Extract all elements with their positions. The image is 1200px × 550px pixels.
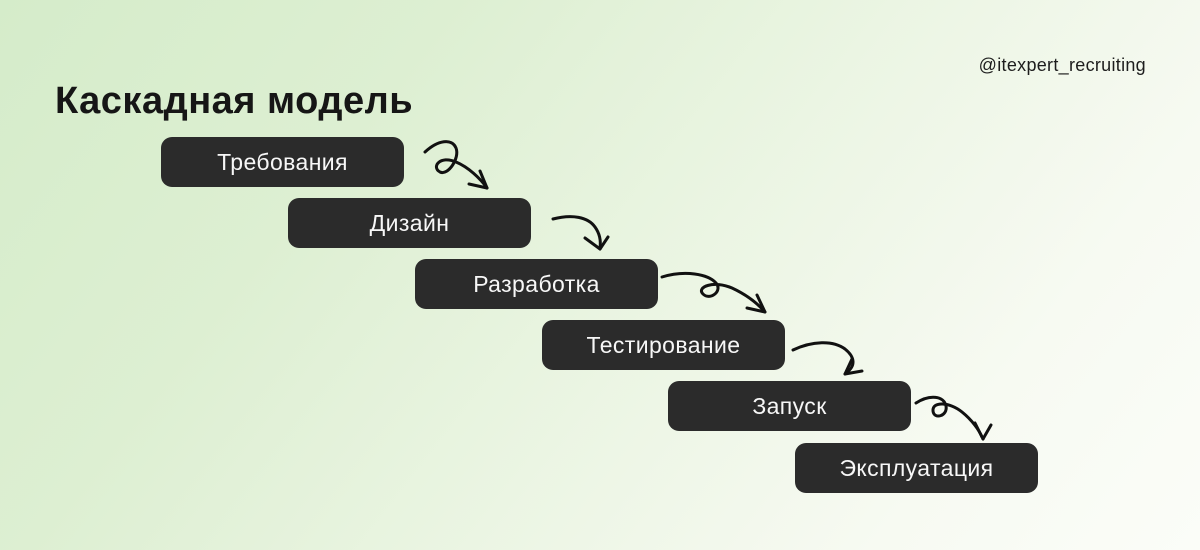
step-box-development: Разработка [415, 259, 658, 309]
step-box-operation: Эксплуатация [795, 443, 1038, 493]
curved-arrow-icon [551, 215, 610, 251]
step-label: Требования [217, 148, 348, 175]
step-label: Разработка [473, 270, 600, 297]
curved-arrow-icon [791, 341, 864, 376]
curved-loop-arrow-icon [660, 271, 767, 314]
step-label: Запуск [752, 392, 827, 419]
curved-loop-arrow-icon [423, 140, 489, 190]
step-box-design: Дизайн [288, 198, 531, 248]
step-box-testing: Тестирование [542, 320, 785, 370]
page-title: Каскадная модель [55, 80, 414, 122]
step-label: Тестирование [586, 331, 741, 358]
step-box-requirements: Требования [161, 137, 404, 187]
curved-loop-arrow-icon [914, 395, 993, 441]
watermark-handle: @itexpert_recruiting [978, 55, 1146, 75]
step-box-launch: Запуск [668, 381, 911, 431]
step-label: Дизайн [369, 209, 450, 236]
step-label: Эксплуатация [839, 454, 994, 481]
